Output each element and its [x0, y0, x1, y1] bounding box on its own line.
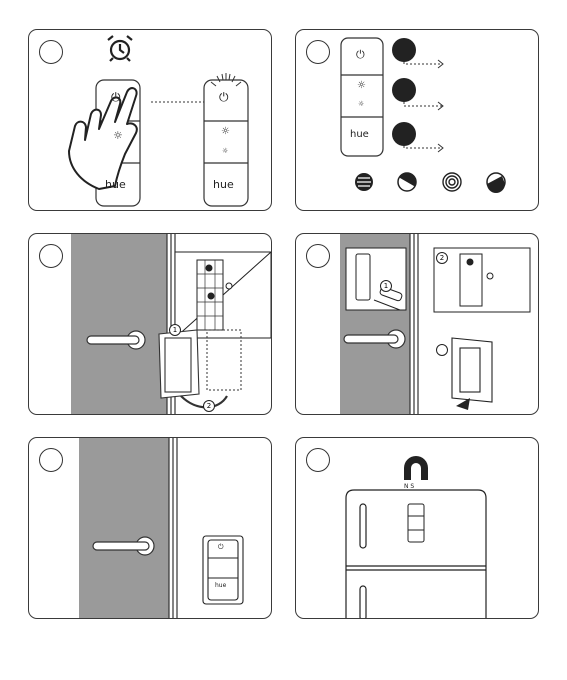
step-number: [39, 448, 63, 472]
panel-press-power: ⏻ ☼ hue ⏻ ☼ ☼ hue: [28, 29, 272, 211]
callout-blank: [436, 344, 448, 356]
callout-2: 2: [203, 400, 215, 412]
press-power-illustration: [29, 30, 272, 211]
energize-scene-icon: [487, 173, 505, 193]
wall-mounted-illustration: [29, 438, 272, 619]
panel-mount-adhesive: 1 2: [28, 233, 272, 415]
panel-mount-screws: 1 2: [295, 233, 539, 415]
magnetic-fridge-illustration: N S: [296, 438, 539, 619]
step-number: [306, 244, 330, 268]
hue-button[interactable]: hue: [105, 178, 126, 191]
alarm-clock-icon: [108, 36, 132, 61]
screwdriver-inset: [346, 248, 406, 310]
callout-1: 1: [380, 280, 392, 292]
door: [71, 234, 167, 415]
power-icon[interactable]: ⏻: [111, 90, 121, 105]
cutaway-diagram: [434, 248, 530, 312]
wall-plate: [159, 330, 199, 398]
hue-button[interactable]: hue: [350, 129, 369, 140]
press-arrow: [456, 398, 470, 410]
magnet-icon: N S: [404, 456, 428, 490]
step-number: [39, 244, 63, 268]
power-icon[interactable]: ⏻: [356, 48, 365, 62]
cutaway-diagram: [175, 252, 271, 338]
door-frame: [410, 234, 418, 415]
concentrate-scene-icon: [355, 173, 373, 191]
callout-2: 2: [436, 252, 448, 264]
panel-magnetic-fridge: N S: [295, 437, 539, 619]
power-icon[interactable]: ⏻: [218, 543, 224, 552]
callout-1: 1: [169, 324, 181, 336]
door-frame: [169, 438, 177, 619]
peeled-backing: [207, 330, 241, 390]
panel-button-functions: ⏻ ☼ ☼ hue: [295, 29, 539, 211]
door: [79, 438, 169, 619]
button-functions-illustration: [296, 30, 539, 211]
brightness-up-icon[interactable]: ☼: [113, 129, 123, 142]
mount-adhesive-illustration: [29, 234, 272, 415]
mount-screws-illustration: [296, 234, 539, 415]
hue-button[interactable]: hue: [215, 582, 226, 589]
panel-wall-mounted: ⏻ hue: [28, 437, 272, 619]
brightness-up-icon[interactable]: ☼: [221, 126, 230, 137]
brightness-down-icon[interactable]: ☼: [222, 147, 228, 155]
brightness-up-icon[interactable]: ☼: [357, 80, 366, 91]
fridge-remote: [408, 504, 424, 542]
wall-plate: [452, 338, 492, 402]
brightness-down-icon[interactable]: ☼: [358, 100, 364, 108]
read-scene-icon: [398, 170, 419, 191]
step-number: [306, 448, 330, 472]
power-icon[interactable]: ⏻: [219, 90, 229, 105]
svg-text:N S: N S: [404, 483, 414, 490]
hue-button[interactable]: hue: [213, 178, 234, 191]
relax-scene-icon: [443, 173, 461, 191]
indicator-dots: [392, 38, 416, 146]
